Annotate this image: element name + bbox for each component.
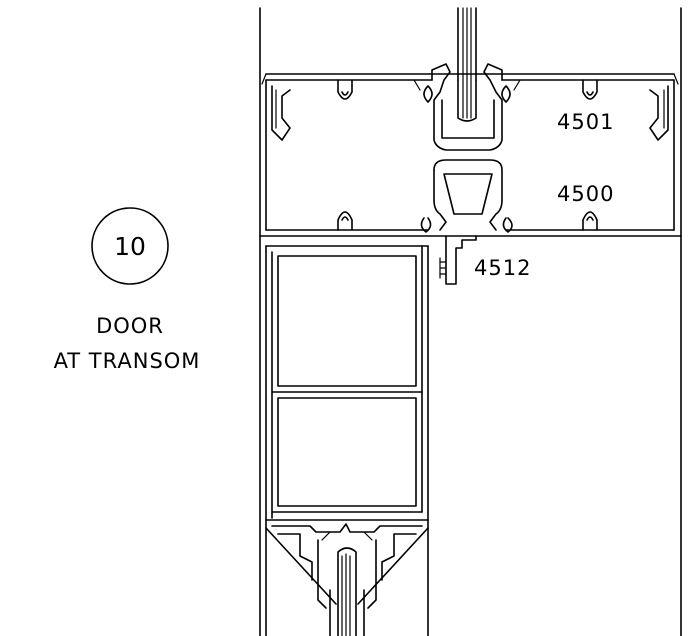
- jamb-outline: [259, 7, 682, 636]
- lower-glass: [329, 547, 365, 636]
- part-label-4500: 4500: [557, 182, 614, 206]
- detail-title-line2: AT TRANSOM: [54, 349, 201, 373]
- part-label-4501: 4501: [557, 110, 614, 134]
- stop-4512: [439, 235, 477, 285]
- door-frame: [265, 245, 429, 636]
- upper-glass: [457, 7, 477, 122]
- detail-title-line1: DOOR: [96, 314, 164, 338]
- callout-circle: [91, 207, 169, 285]
- detail-callout: 10: [91, 207, 169, 285]
- transom-frame: [259, 63, 682, 237]
- detail-number: 10: [114, 232, 146, 261]
- part-label-4512: 4512: [474, 256, 531, 280]
